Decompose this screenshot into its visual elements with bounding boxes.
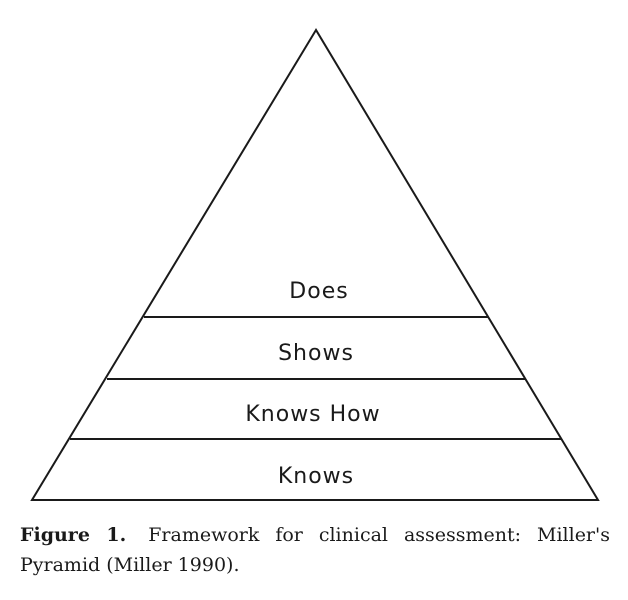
pyramid-outline <box>30 28 600 501</box>
figure-caption: Figure 1. Framework for clinical assessm… <box>20 520 610 580</box>
tier-label-knows-how: Knows How <box>245 402 380 427</box>
caption-label: Figure 1. <box>20 524 127 546</box>
caption-text: Framework for clinical assessment: Mille… <box>20 524 610 576</box>
tier-label-knows: Knows <box>278 464 354 489</box>
millers-pyramid-diagram: Does Shows Knows How Knows <box>30 28 600 501</box>
tier-label-shows: Shows <box>278 341 354 366</box>
tier-label-does: Does <box>289 279 348 304</box>
